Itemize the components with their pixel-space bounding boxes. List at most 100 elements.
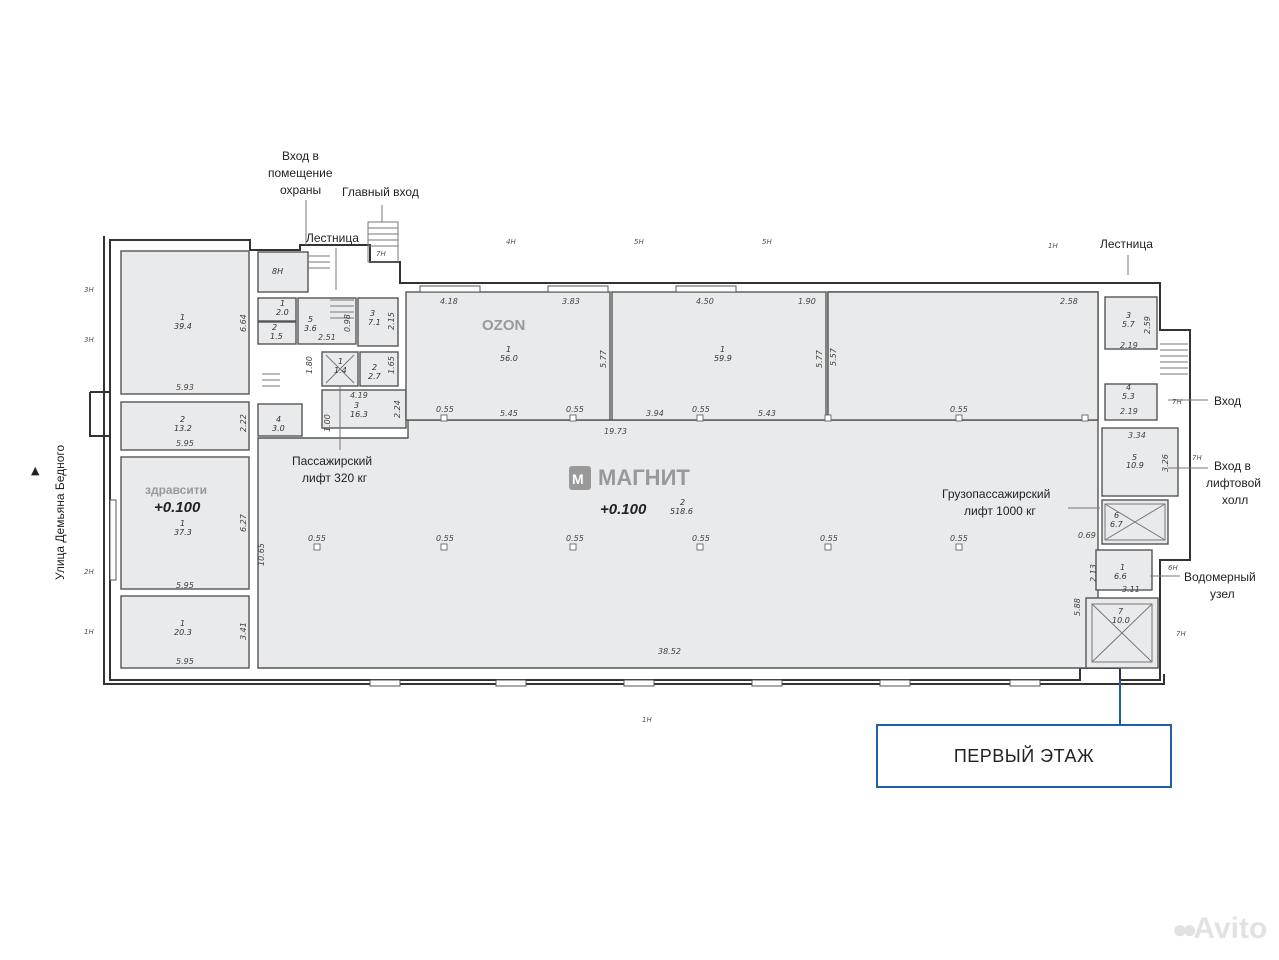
svg-text:5.95: 5.95 — [176, 439, 194, 448]
room-3-0 — [257, 403, 303, 437]
svg-text:4: 4 — [1126, 383, 1131, 392]
svg-text:1.80: 1.80 — [305, 356, 314, 374]
svg-text:1Н: 1Н — [84, 628, 94, 636]
floor-label: ПЕРВЫЙ ЭТАЖ — [953, 745, 1095, 766]
svg-text:0.55: 0.55 — [566, 405, 584, 414]
svg-text:7: 7 — [1118, 607, 1124, 616]
svg-text:1Н: 1Н — [642, 716, 652, 724]
columns — [313, 414, 1089, 551]
room-2-7 — [359, 351, 399, 387]
svg-text:2.0: 2.0 — [276, 308, 289, 317]
svg-text:1: 1 — [280, 299, 285, 308]
svg-text:6: 6 — [1114, 511, 1119, 520]
room-5-3 — [1104, 383, 1158, 421]
stairs-icon — [262, 221, 1188, 387]
lift-hall-entrance-label: Вход в — [1214, 459, 1251, 473]
svg-text:7Н: 7Н — [1192, 454, 1202, 462]
room-20-3 — [120, 595, 250, 669]
svg-text:4Н: 4Н — [506, 238, 516, 246]
svg-text:1: 1 — [1120, 563, 1125, 572]
lift-cross-marks — [325, 354, 1166, 663]
svg-text:0.55: 0.55 — [950, 534, 968, 543]
svg-text:1: 1 — [180, 519, 185, 528]
room-2-0 — [257, 297, 297, 322]
svg-text:0.55: 0.55 — [436, 405, 454, 414]
svg-text:2.15: 2.15 — [387, 312, 396, 330]
svg-text:10.65: 10.65 — [257, 543, 266, 566]
svg-text:0.55: 0.55 — [692, 534, 710, 543]
svg-text:5Н: 5Н — [762, 238, 772, 246]
stairs-left-label: Лестница — [306, 231, 359, 245]
water-meter-label: Водомерный — [1184, 570, 1256, 584]
svg-text:6.64: 6.64 — [239, 314, 248, 332]
svg-text:20.3: 20.3 — [174, 628, 192, 637]
svg-text:холл: холл — [1222, 493, 1248, 507]
svg-text:3.41: 3.41 — [239, 622, 248, 640]
svg-text:5Н: 5Н — [634, 238, 644, 246]
svg-text:5: 5 — [1132, 453, 1137, 462]
svg-text:охраны: охраны — [280, 183, 321, 197]
svg-text:6.27: 6.27 — [239, 513, 248, 532]
svg-text:5: 5 — [308, 315, 313, 324]
room-10-9 — [1101, 427, 1179, 497]
leader-lines — [305, 200, 1208, 724]
svg-text:2.24: 2.24 — [393, 400, 402, 418]
svg-text:8Н: 8Н — [272, 267, 283, 276]
street-name: Улица Демьяна Бедного — [53, 444, 67, 580]
svg-text:4.19: 4.19 — [350, 391, 368, 400]
svg-text:1: 1 — [180, 619, 185, 628]
svg-text:М: М — [572, 471, 584, 487]
svg-text:1.90: 1.90 — [798, 297, 816, 306]
svg-text:2: 2 — [180, 415, 185, 424]
svg-text:0.55: 0.55 — [950, 405, 968, 414]
svg-text:5.77: 5.77 — [815, 349, 824, 368]
zdravsiti-logo: здравсити — [145, 483, 207, 497]
svg-text:0.55: 0.55 — [820, 534, 838, 543]
floor-label-box: ПЕРВЫЙ ЭТАЖ — [876, 724, 1172, 788]
svg-text:10.9: 10.9 — [1126, 461, 1144, 470]
svg-text:3: 3 — [1126, 311, 1131, 320]
avito-logo-icon: ●● — [1172, 913, 1198, 944]
main-entrance-label: Главный вход — [342, 185, 419, 199]
magnit-logo: МАГНИТ — [598, 465, 690, 490]
hall-north — [827, 291, 1099, 421]
svg-text:0.55: 0.55 — [566, 534, 584, 543]
svg-text:5.93: 5.93 — [176, 383, 194, 392]
svg-text:38.52: 38.52 — [658, 647, 681, 656]
svg-text:4: 4 — [276, 415, 281, 424]
windows — [109, 285, 1041, 687]
svg-text:1.5: 1.5 — [270, 332, 283, 341]
svg-text:5.95: 5.95 — [176, 581, 194, 590]
room-5-7 — [1104, 296, 1158, 350]
svg-text:3.11: 3.11 — [1122, 585, 1140, 594]
svg-text:2.19: 2.19 — [1120, 407, 1138, 416]
svg-text:2: 2 — [272, 323, 277, 332]
svg-text:37.3: 37.3 — [174, 528, 192, 537]
room-labels: 1 39.4 2 13.2 1 37.3 1 20.3 1 2.0 2 1.5 … — [174, 267, 1144, 637]
freight-lift-label: Грузопассажирский — [942, 487, 1050, 501]
svg-text:16.3: 16.3 — [350, 410, 368, 419]
svg-text:3Н: 3Н — [84, 286, 94, 294]
svg-text:19.73: 19.73 — [604, 427, 627, 436]
magnit-logo-icon: М — [569, 466, 591, 490]
svg-text:7Н: 7Н — [1172, 398, 1182, 406]
svg-text:1: 1 — [720, 345, 725, 354]
room-6-6 — [1095, 549, 1153, 591]
room-8h — [257, 251, 309, 293]
svg-text:7Н: 7Н — [1176, 630, 1186, 638]
room-39-4 — [120, 250, 250, 395]
svg-text:7.1: 7.1 — [368, 318, 381, 327]
svg-text:5.95: 5.95 — [176, 657, 194, 666]
svg-text:5.43: 5.43 — [758, 409, 776, 418]
svg-text:6.6: 6.6 — [1114, 572, 1127, 581]
svg-text:2.19: 2.19 — [1120, 341, 1138, 350]
svg-text:3: 3 — [354, 401, 359, 410]
svg-text:5.45: 5.45 — [500, 409, 518, 418]
svg-text:0.55: 0.55 — [692, 405, 710, 414]
svg-text:3.94: 3.94 — [646, 409, 664, 418]
ozon-room — [405, 291, 611, 421]
svg-text:1Н: 1Н — [1048, 242, 1058, 250]
svg-text:узел: узел — [1210, 587, 1235, 601]
svg-text:2.22: 2.22 — [239, 414, 248, 432]
